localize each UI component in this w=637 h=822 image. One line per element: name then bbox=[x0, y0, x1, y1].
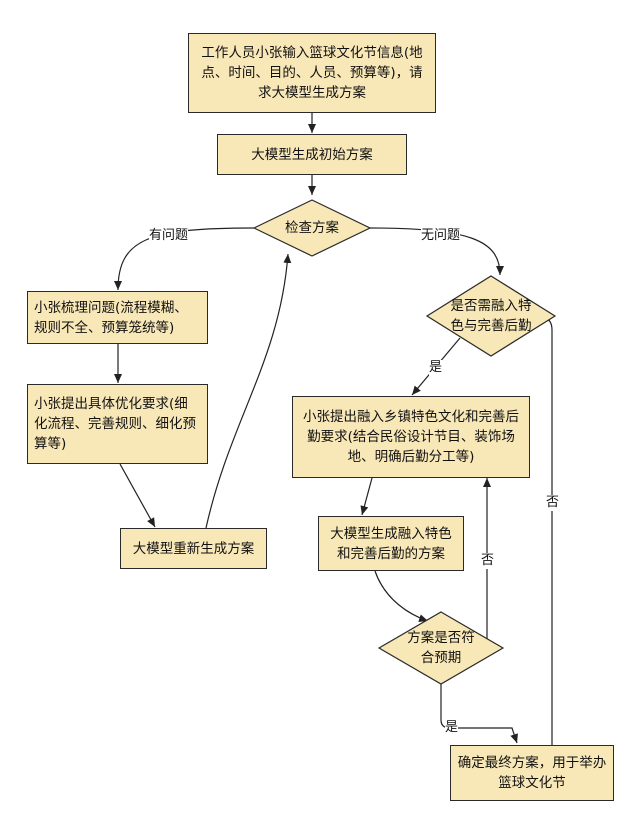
label-no-issue: 无问题 bbox=[421, 228, 461, 244]
edge-optimize-to-regen bbox=[119, 463, 156, 528]
node-need-feature-text: 是否需融入特色与完善后勤 bbox=[450, 298, 532, 334]
node-start-text: 工作人员小张输入篮球文化节信息(地点、时间、目的、人员、预算等)，请求大模型生成… bbox=[201, 45, 423, 101]
diamond-meets-expect bbox=[377, 611, 505, 685]
node-meets-expect-text: 方案是否符合预期 bbox=[407, 630, 475, 666]
node-optimize-req-text: 小张提出具体优化要求(细化流程、完善规则、细化预算等) bbox=[34, 396, 196, 452]
edge-plan-to-meets bbox=[374, 570, 429, 622]
node-regenerate: 大模型重新生成方案 bbox=[120, 528, 267, 569]
node-initial-plan: 大模型生成初始方案 bbox=[217, 134, 407, 175]
edge-final-to-need-no bbox=[540, 313, 553, 745]
node-feature-req: 小张提出融入乡镇特色文化和完善后勤要求(结合民俗设计节目、装饰场地、明确后勤分工… bbox=[292, 396, 530, 478]
label-has-issue: 有问题 bbox=[149, 228, 189, 244]
label-yes-meets: 是 bbox=[445, 720, 459, 736]
node-feature-plan-text: 大模型生成融入特色和完善后勤的方案 bbox=[330, 525, 452, 562]
edge-check-to-need bbox=[367, 227, 504, 276]
label-no-final: 否 bbox=[546, 495, 560, 511]
node-check-plan-text: 检查方案 bbox=[285, 220, 339, 236]
edge-regen-to-check bbox=[205, 253, 292, 529]
node-final: 确定最终方案，用于举办篮球文化节 bbox=[450, 745, 614, 801]
node-final-text: 确定最终方案，用于举办篮球文化节 bbox=[457, 755, 607, 791]
node-initial-plan-text: 大模型生成初始方案 bbox=[251, 146, 373, 163]
node-regenerate-text: 大模型重新生成方案 bbox=[132, 540, 255, 557]
node-sort-issues-text: 小张梳理问题(流程模糊、规则不全、预算笼统等) bbox=[34, 299, 188, 336]
node-optimize-req: 小张提出具体优化要求(细化流程、完善规则、细化预算等) bbox=[27, 384, 208, 464]
edge-featurereq-to-plan bbox=[360, 477, 373, 516]
node-feature-req-text: 小张提出融入乡镇特色文化和完善后勤要求(结合民俗设计节目、装饰场地、明确后勤分工… bbox=[303, 409, 519, 465]
node-start: 工作人员小张输入篮球文化节信息(地点、时间、目的、人员、预算等)，请求大模型生成… bbox=[188, 33, 436, 113]
node-sort-issues: 小张梳理问题(流程模糊、规则不全、预算笼统等) bbox=[27, 291, 208, 344]
diamond-check-plan bbox=[252, 199, 372, 257]
edge-check-to-sort bbox=[114, 227, 255, 291]
label-yes-feature: 是 bbox=[429, 360, 443, 376]
node-feature-plan: 大模型生成融入特色和完善后勤的方案 bbox=[318, 516, 464, 571]
label-no-meets: 否 bbox=[481, 553, 495, 569]
diamond-need-feature bbox=[425, 275, 557, 357]
